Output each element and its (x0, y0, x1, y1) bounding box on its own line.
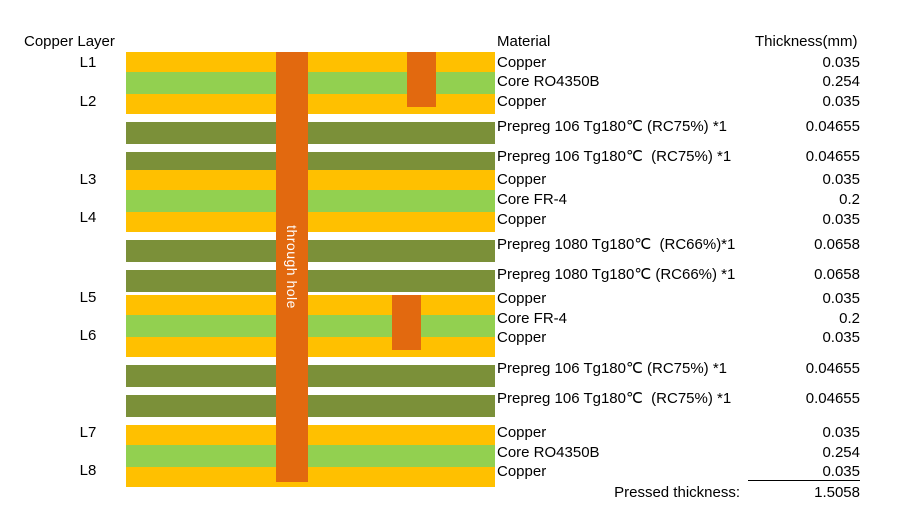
material-thickness: 0.0658 (814, 266, 860, 283)
layer-label-l3: L3 (79, 171, 97, 188)
band-prepreg (126, 152, 495, 174)
buried-via-bottom (392, 295, 421, 350)
material-name: Copper (497, 463, 547, 480)
band-prepreg (126, 122, 495, 144)
material-thickness: 0.2 (839, 191, 860, 208)
band-copper (126, 212, 495, 232)
material-name: Prepreg 106 Tg180℃ (RC75%) *1 (497, 360, 728, 377)
material-name: Copper (497, 424, 547, 441)
header-material: Material (497, 33, 551, 50)
material-thickness: 0.04655 (805, 360, 860, 377)
layer-label-l1: L1 (79, 54, 97, 71)
band-copper (126, 467, 495, 487)
material-name: Copper (497, 290, 547, 307)
layer-label-l4: L4 (79, 209, 97, 226)
band-prepreg (126, 365, 495, 387)
layer-label-l8: L8 (79, 462, 97, 479)
material-thickness: 0.035 (822, 290, 860, 307)
material-thickness: 0.035 (822, 93, 860, 110)
band-core (126, 190, 495, 212)
material-thickness: 0.2 (839, 310, 860, 327)
material-thickness: 0.254 (822, 444, 860, 461)
pressed-thickness-label: Pressed thickness: (614, 484, 740, 501)
stackup-bands: through hole (126, 52, 495, 487)
material-name: Copper (497, 93, 547, 110)
material-thickness: 0.035 (822, 463, 860, 480)
layer-label-l7: L7 (79, 424, 97, 441)
material-name: Copper (497, 329, 547, 346)
material-name: Prepreg 106 Tg180℃ (RC75%) *1 (497, 118, 728, 135)
band-copper (126, 94, 495, 114)
material-name: Core RO4350B (497, 444, 600, 461)
material-thickness: 0.035 (822, 54, 860, 71)
band-prepreg (126, 240, 495, 262)
layer-label-l2: L2 (79, 93, 97, 110)
material-name: Core FR-4 (497, 310, 568, 327)
pressed-thickness-value: 1.5058 (814, 484, 860, 501)
material-name: Copper (497, 54, 547, 71)
material-name: Core FR-4 (497, 191, 568, 208)
layer-label-l6: L6 (79, 327, 97, 344)
header-copper-layer: Copper Layer (24, 33, 115, 50)
band-core (126, 72, 495, 94)
material-thickness: 0.04655 (805, 390, 860, 407)
material-name: Core RO4350B (497, 73, 600, 90)
material-name: Prepreg 106 Tg180℃ (RC75%) *1 (497, 390, 732, 407)
material-thickness: 0.035 (822, 171, 860, 188)
band-copper (126, 52, 495, 72)
material-thickness: 0.04655 (805, 118, 860, 135)
band-prepreg (126, 395, 495, 417)
through-hole-drill (276, 52, 308, 482)
header-thickness: Thickness(mm) (755, 33, 858, 50)
material-name: Copper (497, 171, 547, 188)
band-copper (126, 295, 495, 315)
band-core (126, 315, 495, 337)
band-copper (126, 170, 495, 190)
band-prepreg (126, 270, 495, 292)
material-thickness: 0.0658 (814, 236, 860, 253)
band-copper (126, 425, 495, 445)
material-thickness: 0.04655 (805, 148, 860, 165)
material-name: Copper (497, 211, 547, 228)
band-core (126, 445, 495, 467)
material-thickness: 0.035 (822, 329, 860, 346)
material-thickness: 0.035 (822, 211, 860, 228)
material-thickness: 0.254 (822, 73, 860, 90)
material-name: Prepreg 106 Tg180℃ (RC75%) *1 (497, 148, 732, 165)
layer-label-l5: L5 (79, 289, 97, 306)
material-name: Prepreg 1080 Tg180℃ (RC66%) *1 (497, 266, 736, 283)
material-thickness: 0.035 (822, 424, 860, 441)
total-separator-rule (748, 480, 860, 481)
band-copper (126, 337, 495, 357)
buried-via-top (407, 52, 436, 107)
material-name: Prepreg 1080 Tg180℃ (RC66%)*1 (497, 236, 736, 253)
